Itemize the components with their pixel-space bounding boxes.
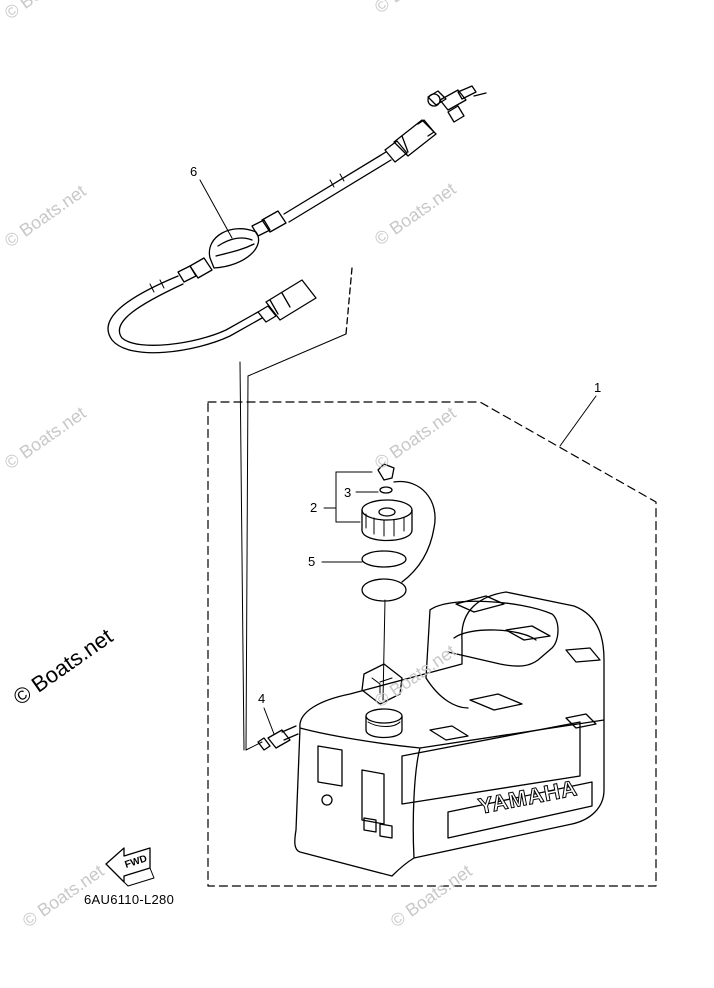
- callout-5: 5: [308, 554, 315, 569]
- fwd-label: FWD: [124, 853, 149, 871]
- watermark: © Boats.net: [1, 0, 90, 23]
- watermark: © Boats.net: [1, 181, 90, 251]
- fuel-cap-assembly: [361, 463, 436, 701]
- tank-assembly-outline: [207, 401, 657, 887]
- watermark: © Boats.net: [387, 861, 476, 931]
- cap-seal-upper: [361, 550, 407, 568]
- leader-lines: [199, 179, 597, 735]
- upper-coupler: [384, 119, 437, 163]
- fwd-arrow-icon: [105, 847, 155, 887]
- primer-bulb: [208, 228, 260, 269]
- figure-code: 6AU6110-L280: [84, 892, 174, 907]
- watermark: © Boats.net: [371, 179, 460, 249]
- callout-3: 3: [344, 485, 351, 500]
- watermark: © Boats.net: [1, 403, 90, 473]
- callout-6: 6: [190, 164, 197, 179]
- watermark: © Boats.net: [371, 0, 460, 17]
- tank-coupler: [257, 279, 317, 323]
- tank-fitting: [257, 725, 299, 751]
- callout-2: 2: [310, 500, 317, 515]
- engine-connector: [427, 85, 487, 123]
- callout-4: 4: [258, 691, 265, 706]
- watermark: © Boats.net: [371, 403, 460, 473]
- fuel-hose-assembly: [107, 85, 487, 751]
- fuel-tank: [294, 591, 605, 877]
- watermark-main: © Boats.net: [9, 623, 118, 710]
- cap-seal-lower: [361, 578, 407, 602]
- callout-1: 1: [594, 380, 601, 395]
